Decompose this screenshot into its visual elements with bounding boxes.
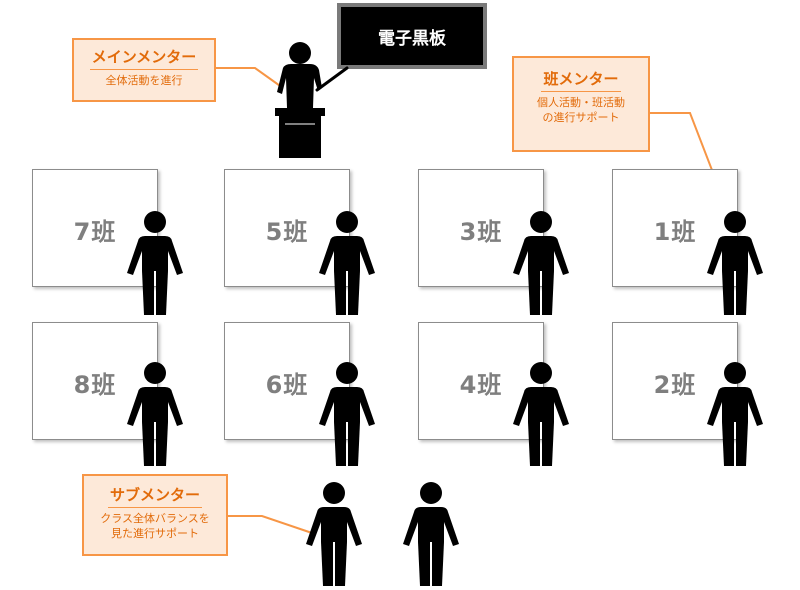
group-mentor-6-person-icon	[317, 362, 377, 470]
group-mentor-8-person-icon	[125, 362, 185, 470]
group-table-6: 6班	[224, 322, 350, 440]
group-mentor-7-person-icon	[125, 211, 185, 319]
group-mentor-4-person-icon	[511, 362, 571, 470]
group-table-label: 8班	[73, 371, 117, 399]
group-mentor-title: 班メンター	[541, 68, 621, 92]
main-mentor-desc: 全体活動を進行	[105, 74, 183, 87]
group-mentor-2-person-icon	[705, 362, 765, 470]
sub-mentor-desc-line-1: クラス全体バランスを	[100, 512, 210, 525]
group-table-3: 3班	[418, 169, 544, 287]
group-mentor-1-person-icon	[705, 211, 765, 319]
sub-mentor-desc-line-2: 見た進行サポート	[111, 527, 199, 540]
group-table-label: 1班	[653, 218, 697, 246]
sub-mentor-title: サブメンター	[107, 484, 202, 508]
group-table-label: 4班	[459, 371, 503, 399]
main-mentor-teacher-icon	[275, 42, 349, 158]
sub-mentor-2-person-icon	[401, 482, 461, 590]
sub-mentor-callout: サブメンター クラス全体バランスを 見た進行サポート	[82, 474, 228, 556]
blackboard-label: 電子黒板	[378, 28, 446, 49]
group-table-label: 6班	[265, 371, 309, 399]
sub-mentor-1-person-icon	[304, 482, 364, 590]
group-table-label: 3班	[459, 218, 503, 246]
group-mentor-desc-line-1: 個人活動・班活動	[537, 96, 625, 109]
group-table-2: 2班	[612, 322, 738, 440]
group-mentor-desc-line-2: の進行サポート	[542, 111, 620, 124]
main-mentor-title: メインメンター	[89, 46, 199, 70]
main-mentor-callout: メインメンター 全体活動を進行	[72, 38, 216, 102]
sub-mentor-connector	[226, 515, 313, 534]
group-table-4: 4班	[418, 322, 544, 440]
group-table-label: 2班	[653, 371, 697, 399]
group-table-1: 1班	[612, 169, 738, 287]
group-table-7: 7班	[32, 169, 158, 287]
group-table-label: 7班	[73, 218, 117, 246]
electronic-blackboard: 電子黒板	[337, 3, 487, 69]
group-table-8: 8班	[32, 322, 158, 440]
group-mentor-5-person-icon	[317, 211, 377, 319]
group-mentor-3-person-icon	[511, 211, 571, 319]
group-mentor-callout: 班メンター 個人活動・班活動 の進行サポート	[512, 56, 650, 152]
group-table-label: 5班	[265, 218, 309, 246]
